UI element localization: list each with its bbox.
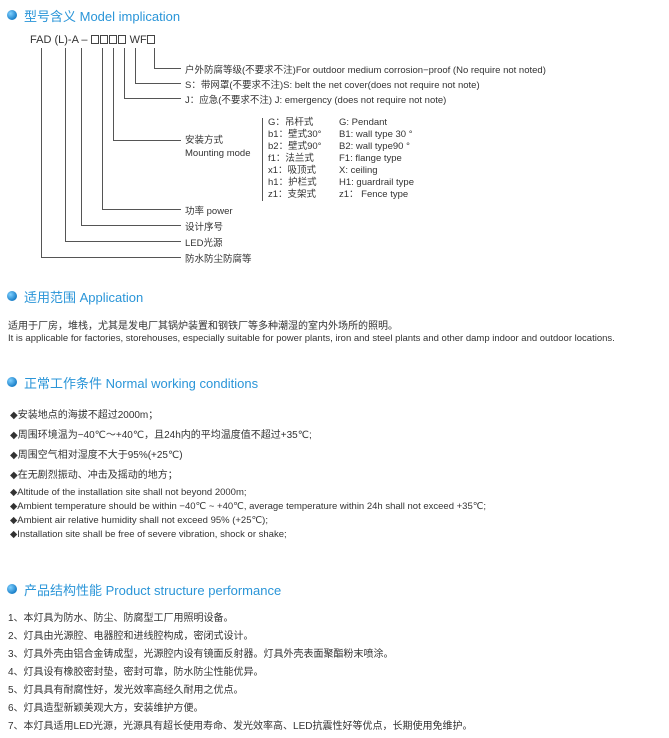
section-title-application: 适用范围 Application xyxy=(24,290,144,305)
condition-en: ◆Installation site shall be free of seve… xyxy=(10,529,287,540)
bullet-icon xyxy=(7,291,17,301)
mount-cn: x1：吸顶式 xyxy=(268,165,317,176)
label-led: LED光源 xyxy=(185,238,223,249)
label-net-cover: S：带网罩(不要求不注)S: belt the net cover(does n… xyxy=(185,80,480,91)
mount-en: G: Pendant xyxy=(339,117,388,128)
mounting-list-en: G: Pendant B1: wall type 30 ° B2: wall t… xyxy=(339,117,414,201)
condition-cn: ◆周围空气相对湿度不大于95%(+25℃) xyxy=(10,450,183,461)
mount-en: z1： Fence type xyxy=(339,189,409,200)
label-mounting-cn: 安装方式 xyxy=(185,135,224,146)
mount-cn: b1：壁式30° xyxy=(268,129,322,140)
bullet-icon xyxy=(7,584,17,594)
condition-en: ◆Ambient air relative humidity shall not… xyxy=(10,515,268,526)
mount-en: X: ceiling xyxy=(339,165,378,176)
section-title-model: 型号含义 Model implication xyxy=(24,9,181,24)
code-a: A xyxy=(71,34,79,46)
section-title-conditions: 正常工作条件 Normal working conditions xyxy=(24,376,259,391)
application-en: It is applicable for factories, storehou… xyxy=(8,333,615,344)
mount-en: F1: flange type xyxy=(339,153,402,164)
performance-item: 7、本灯具适用LED光源，光源具有超长使用寿命、发光效率高、LED抗震性好等优点… xyxy=(8,721,473,732)
condition-cn: ◆在无剧烈振动、冲击及摇动的地方； xyxy=(10,470,178,481)
label-outdoor: 户外防腐等级(不要求不注)For outdoor medium corrosio… xyxy=(185,65,546,76)
mount-cn: G：吊杆式 xyxy=(268,117,314,128)
label-emergency: J：应急(不要求不注) J: emergency (does not requi… xyxy=(185,95,447,106)
performance-item: 3、灯具外壳由铝合金铸成型，光源腔内设有镜面反射器。灯具外壳表面聚酯粉末喷涂。 xyxy=(8,649,394,660)
mount-en: H1: guardrail type xyxy=(339,177,414,188)
condition-cn: ◆周围环境温为−40℃～+40℃，且24h内的平均温度值不超过+35℃; xyxy=(10,430,312,441)
condition-en: ◆Altitude of the installation site shall… xyxy=(10,487,247,498)
label-mounting-en: Mounting mode xyxy=(185,148,251,159)
mount-cn: h1：护栏式 xyxy=(268,177,317,188)
condition-en: ◆Ambient temperature should be within −4… xyxy=(10,501,487,512)
model-code: FAD (L)-A – WF xyxy=(30,34,156,46)
mounting-list: G：吊杆式 b1：壁式30° b2：壁式90° f1：法兰式 x1：吸顶式 h1… xyxy=(268,117,321,201)
performance-item: 5、灯具具有耐腐性好，发光效率高经久耐用之优点。 xyxy=(8,685,244,696)
mount-cn: b2：壁式90° xyxy=(268,141,322,152)
performance-item: 4、灯具设有橡胶密封垫，密封可靠，防水防尘性能优异。 xyxy=(8,667,264,678)
mount-en: B1: wall type 30 ° xyxy=(339,129,413,140)
section-title-performance: 产品结构性能 Product structure performance xyxy=(24,583,282,598)
label-power: 功率 power xyxy=(185,206,233,217)
bullet-icon xyxy=(7,10,17,20)
label-protection: 防水防尘防腐等 xyxy=(185,254,252,265)
code-fad: FAD xyxy=(30,34,52,46)
mount-en: B2: wall type90 ° xyxy=(339,141,410,152)
condition-cn: ◆安装地点的海拔不超过2000m； xyxy=(10,410,159,421)
code-l: (L) xyxy=(54,34,68,46)
mount-cn: z1：支架式 xyxy=(268,189,317,200)
application-cn: 适用于厂房，堆栈，尤其是发电厂其锅炉装置和钢铁厂等多种潮湿的室内外场所的照明。 xyxy=(8,321,398,332)
mount-cn: f1：法兰式 xyxy=(268,153,314,164)
label-design: 设计序号 xyxy=(185,222,224,233)
performance-item: 2、灯具由光源腔、电器腔和进线腔构成，密闭式设计。 xyxy=(8,631,254,642)
performance-item: 6、灯具造型新颖美观大方，安装维护方便。 xyxy=(8,703,204,714)
code-wf: WF xyxy=(129,34,147,46)
performance-item: 1、本灯具为防水、防尘、防腐型工厂用照明设备。 xyxy=(8,613,234,624)
bullet-icon xyxy=(7,377,17,387)
